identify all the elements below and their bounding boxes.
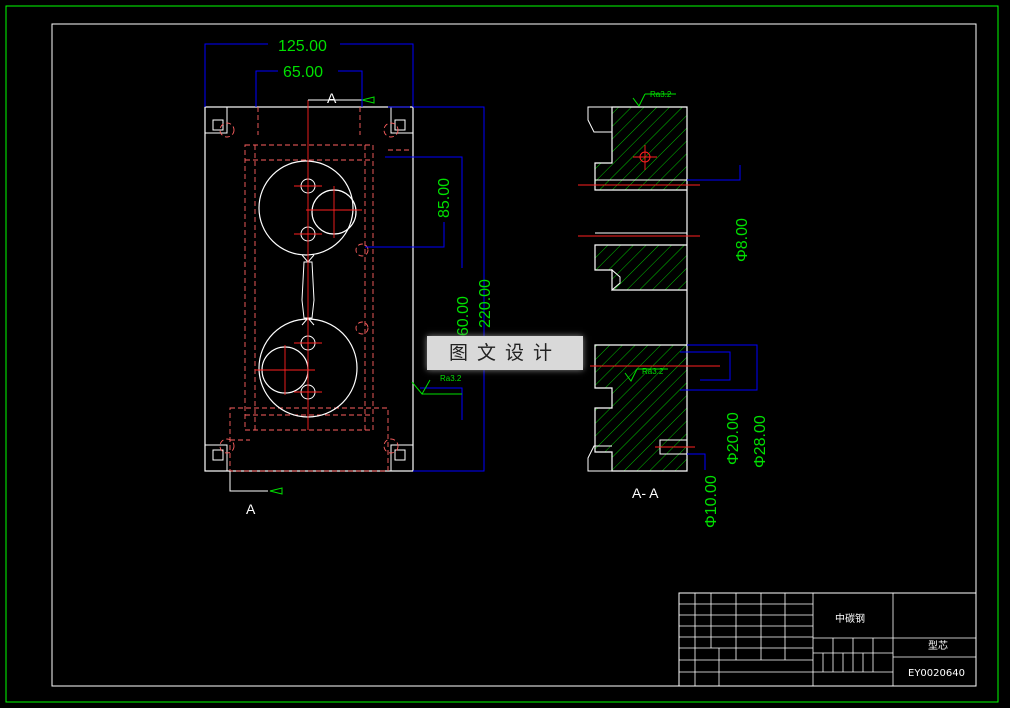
dim-d20: Φ20.00 bbox=[725, 412, 742, 465]
section-roughness-top: Ra3.2 bbox=[650, 90, 672, 99]
dim-d8: Φ8.00 bbox=[734, 218, 751, 262]
dim-width-overall: 125.00 bbox=[278, 38, 327, 55]
section-view: Ra3.2 Ra3.2 Φ8.00 Φ20.00 Φ28.00 Φ10.00 A… bbox=[578, 90, 769, 528]
dim-height-overall: 220.00 bbox=[477, 279, 494, 328]
dim-width-inner: 65.00 bbox=[283, 64, 323, 81]
section-body bbox=[594, 106, 688, 472]
dim-height-partial: 85.00 bbox=[436, 178, 453, 218]
upper-boss bbox=[258, 160, 354, 256]
dim-d10: Φ10.00 bbox=[703, 475, 720, 528]
title-block: 中碳钢 型芯 EY0020640 bbox=[678, 592, 977, 687]
inner-border bbox=[51, 23, 977, 687]
dim-d28: Φ28.00 bbox=[752, 415, 769, 468]
section-label-bottom: A bbox=[246, 501, 256, 517]
outer-border bbox=[5, 5, 999, 703]
section-title: A- A bbox=[632, 485, 659, 501]
section-label-top: A bbox=[327, 90, 337, 106]
tb-material: 中碳钢 bbox=[835, 612, 865, 625]
plan-view: A A 125.00 65.00 85.00 160.00 220.00 Ra3… bbox=[204, 38, 494, 517]
tb-part-name: 型芯 bbox=[928, 639, 948, 652]
tb-drawing-no: EY0020640 bbox=[908, 668, 965, 679]
plan-roughness: Ra3.2 bbox=[440, 374, 462, 383]
dim-height-mid: 160.00 bbox=[455, 296, 472, 345]
watermark: 图文设计 bbox=[427, 336, 583, 370]
section-roughness-mid: Ra3.2 bbox=[642, 367, 664, 376]
